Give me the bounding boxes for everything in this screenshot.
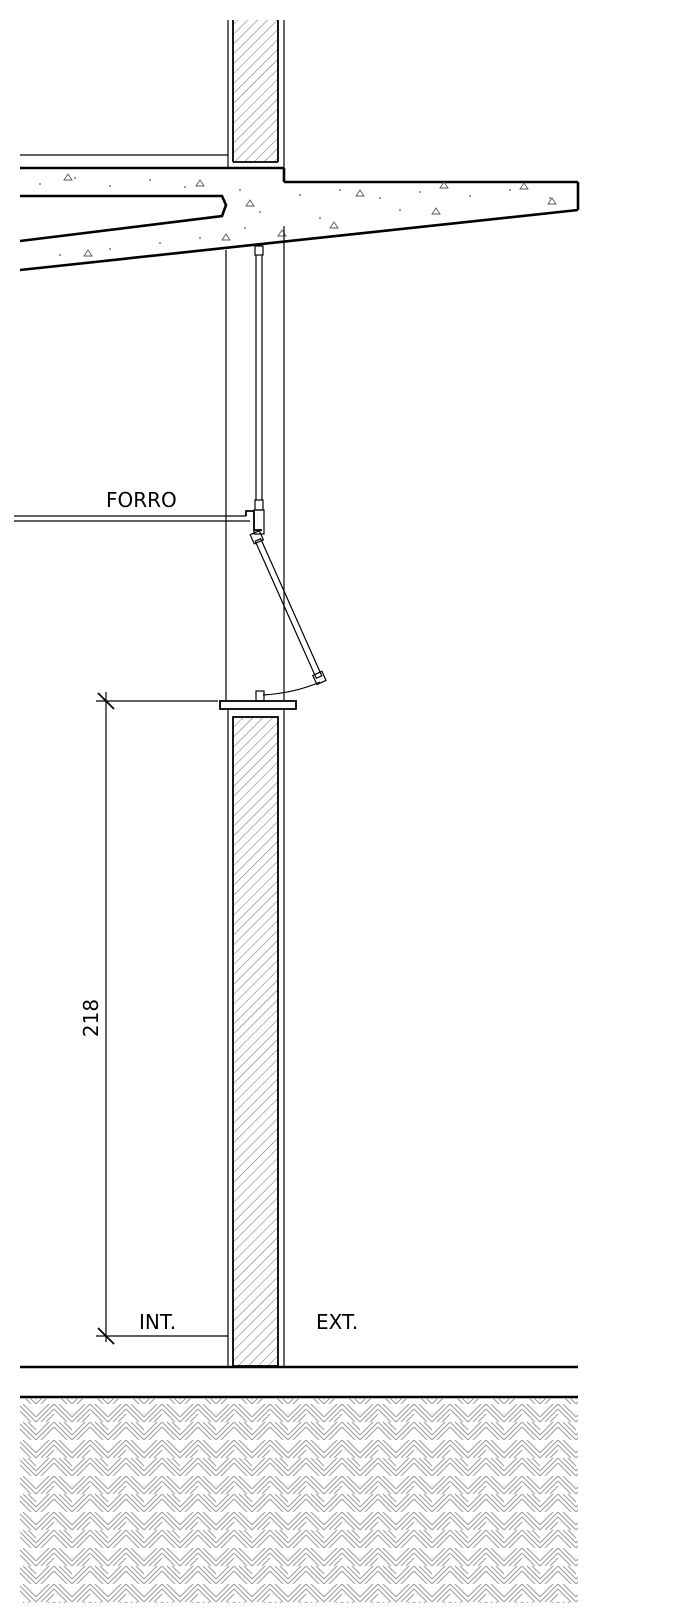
floor-and-ground [20, 1365, 578, 1603]
ceiling-forro [14, 509, 265, 535]
dimension-label: 218 [79, 999, 103, 1037]
exterior-label: EXT. [316, 1310, 358, 1334]
ceiling-label: FORRO [106, 488, 177, 512]
height-dimension: 218 [79, 692, 228, 1345]
window-opening [225, 226, 285, 700]
upper-brick-wall [227, 20, 285, 168]
window-sash [249, 529, 327, 696]
window-sill [219, 690, 297, 710]
concrete-slab [19, 154, 580, 272]
lower-brick-wall [227, 709, 285, 1367]
interior-label: INT. [139, 1310, 176, 1334]
